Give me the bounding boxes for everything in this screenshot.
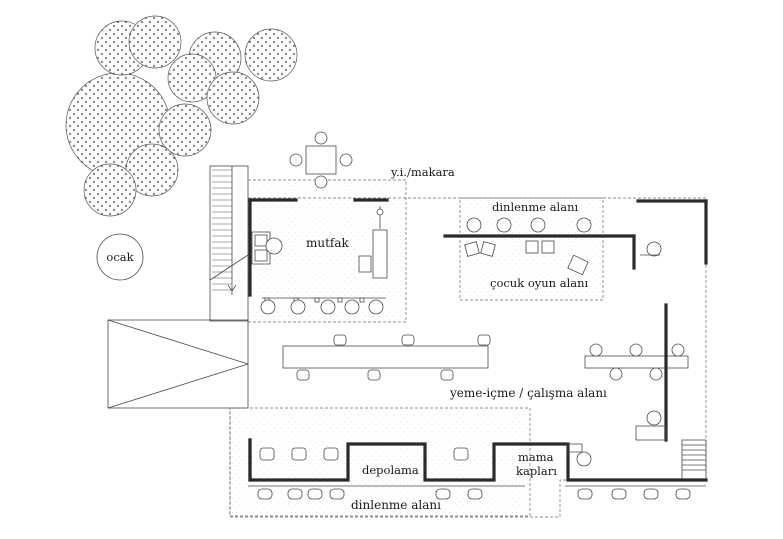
- long-table: [282, 345, 489, 369]
- tree-canopy-texture: [207, 72, 259, 124]
- canopy-frame: [107, 319, 249, 409]
- label-dinlenme-top: dinlenme alanı: [492, 200, 578, 214]
- storage-wall: [248, 438, 708, 482]
- fire-pit: [96, 233, 144, 281]
- outdoor-table: [305, 145, 337, 175]
- label-ocak: ocak: [106, 250, 134, 264]
- label-mama-2: kapları: [516, 464, 557, 478]
- bar-stools: [260, 297, 384, 315]
- label-mama-1: mama: [518, 450, 554, 464]
- bottom-lounge-zone: [229, 407, 531, 517]
- tree-canopy-texture: [168, 54, 216, 102]
- label-yi-makara: y.i./makara: [390, 165, 455, 179]
- bean-bags: [464, 240, 589, 276]
- lounge-chairs-top: [466, 217, 592, 233]
- stairs-left: [209, 165, 249, 322]
- tree-canopy-texture: [84, 164, 136, 216]
- lounge-chairs-bottom: [257, 488, 691, 500]
- entrance-canopy: [107, 319, 249, 409]
- kitchen-counter: [372, 229, 388, 279]
- stairs-left-treads: [212, 169, 232, 291]
- side-table-chairs: [589, 343, 685, 381]
- stairs-left-frame: [209, 165, 249, 322]
- label-cocuk-oyun: çocuk oyun alanı: [490, 276, 589, 290]
- tree-canopy-texture: [126, 144, 178, 196]
- tree-cluster: [65, 15, 298, 217]
- play-area-zone: [459, 197, 604, 301]
- label-dinlenme-bottom: dinlenme alanı: [351, 498, 441, 512]
- dining-chairs: [296, 334, 491, 381]
- cook-figure: [265, 237, 283, 255]
- label-depolama: depolama: [362, 463, 419, 477]
- label-mutfak: mutfak: [306, 236, 350, 250]
- label-yeme-icme: yeme-içme / çalışma alanı: [449, 386, 607, 400]
- tree-canopy-texture: [159, 104, 211, 156]
- side-table: [584, 355, 689, 369]
- tree-canopy-texture: [245, 29, 297, 81]
- tree-canopy-texture: [129, 16, 181, 68]
- lounge-chairs-row: [259, 447, 469, 461]
- stairs-right: [681, 439, 707, 481]
- outdoor-table-set: [289, 131, 353, 189]
- chair: [358, 255, 372, 273]
